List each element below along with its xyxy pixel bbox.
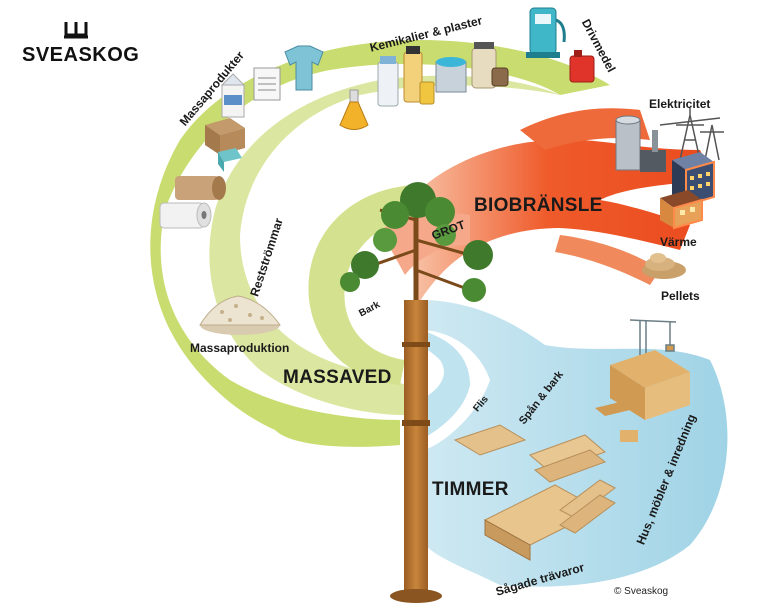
label-timmer: TIMMER <box>432 479 509 500</box>
jar-icon <box>377 46 435 107</box>
massaved-curl <box>308 185 420 385</box>
label-elektricitet: Elektricitet <box>649 97 711 111</box>
pylon-icon <box>659 108 724 161</box>
massaved-flow <box>150 40 610 447</box>
cardboard-box-icon <box>205 118 245 172</box>
pellets-icon <box>642 253 686 279</box>
paint-can-icon <box>435 57 467 93</box>
trunk-cut-mid <box>402 342 430 347</box>
biofuel-branch-lower <box>555 235 660 285</box>
newspaper-icon <box>253 67 281 101</box>
power-plant-icon <box>615 115 666 172</box>
stump-base <box>390 589 442 603</box>
sveaskog-logo: SVEASKOG <box>22 18 139 68</box>
house-frame-icon <box>595 350 690 442</box>
wood-chips-icon <box>199 295 281 335</box>
trunk-cut-top <box>402 420 430 426</box>
biofuel-flow <box>410 139 715 310</box>
timber-inner-loop <box>420 330 470 440</box>
brand-name: SVEASKOG <box>22 44 140 66</box>
copyright-text: © Sveaskog <box>614 586 669 597</box>
flask-icon <box>339 89 369 130</box>
milk-carton-icon <box>220 73 246 118</box>
crown-icon <box>64 22 88 39</box>
fuel-pump-icon <box>526 7 566 58</box>
fuel-can-icon <box>569 50 595 83</box>
tree-trunk <box>404 300 428 600</box>
label-massaproduktion: Massaproduktion <box>190 341 290 355</box>
label-massaved: MASSAVED <box>283 367 392 388</box>
label-varme: Värme <box>660 235 697 249</box>
pine-tree-icon <box>340 182 493 302</box>
jar-icon <box>471 42 509 89</box>
label-pellets: Pellets <box>661 289 700 303</box>
shirt-icon <box>284 45 324 91</box>
paper-roll-icon <box>159 176 226 229</box>
label-biobransle: BIOBRÄNSLE <box>474 195 603 216</box>
house-icon <box>660 190 703 230</box>
planks-icon <box>453 424 616 561</box>
